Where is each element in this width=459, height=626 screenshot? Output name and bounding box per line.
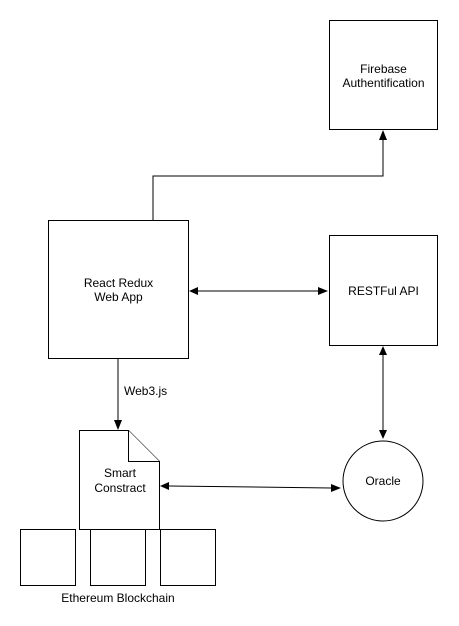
node-firebase: Firebase Authentification	[329, 20, 438, 130]
web3-edge-label: Web3.js	[124, 384, 167, 398]
webapp-label-line2: Web App	[94, 290, 143, 304]
folded-corner	[128, 430, 160, 462]
smart-contract-shape	[79, 430, 160, 530]
smart-contract-label-line1: Smart	[104, 466, 137, 480]
restful-box	[329, 235, 438, 346]
edge-smart-contract-oracle	[160, 482, 341, 492]
blockchain-block-3	[160, 529, 216, 586]
smart-contract-label-line2: Constract	[94, 481, 146, 495]
edge-webapp-to-firebase	[152, 130, 387, 220]
blockchain-block-2	[90, 529, 146, 586]
edge-restful-oracle	[379, 346, 387, 439]
node-blockchain: Ethereum Blockchain	[20, 529, 216, 605]
blockchain-label: Ethereum Blockchain	[61, 591, 174, 605]
node-webapp: React Redux Web App	[48, 220, 189, 359]
firebase-label-line1: Firebase	[360, 62, 407, 76]
firebase-label-line2: Authentification	[342, 76, 424, 90]
oracle-label: Oracle	[365, 474, 401, 488]
oracle-circle	[342, 440, 424, 522]
blockchain-block-1	[20, 529, 76, 586]
node-oracle: Oracle	[342, 440, 424, 522]
node-restful-api: RESTFul API	[329, 235, 438, 346]
webapp-label-line1: React Redux	[84, 276, 153, 290]
edge-webapp-restful	[189, 287, 328, 295]
restful-label: RESTFul API	[348, 284, 419, 298]
edge-webapp-to-smart-contract	[114, 359, 122, 430]
node-smart-contract: Smart Constract	[79, 430, 160, 530]
webapp-box	[48, 220, 189, 359]
firebase-box	[329, 20, 438, 130]
